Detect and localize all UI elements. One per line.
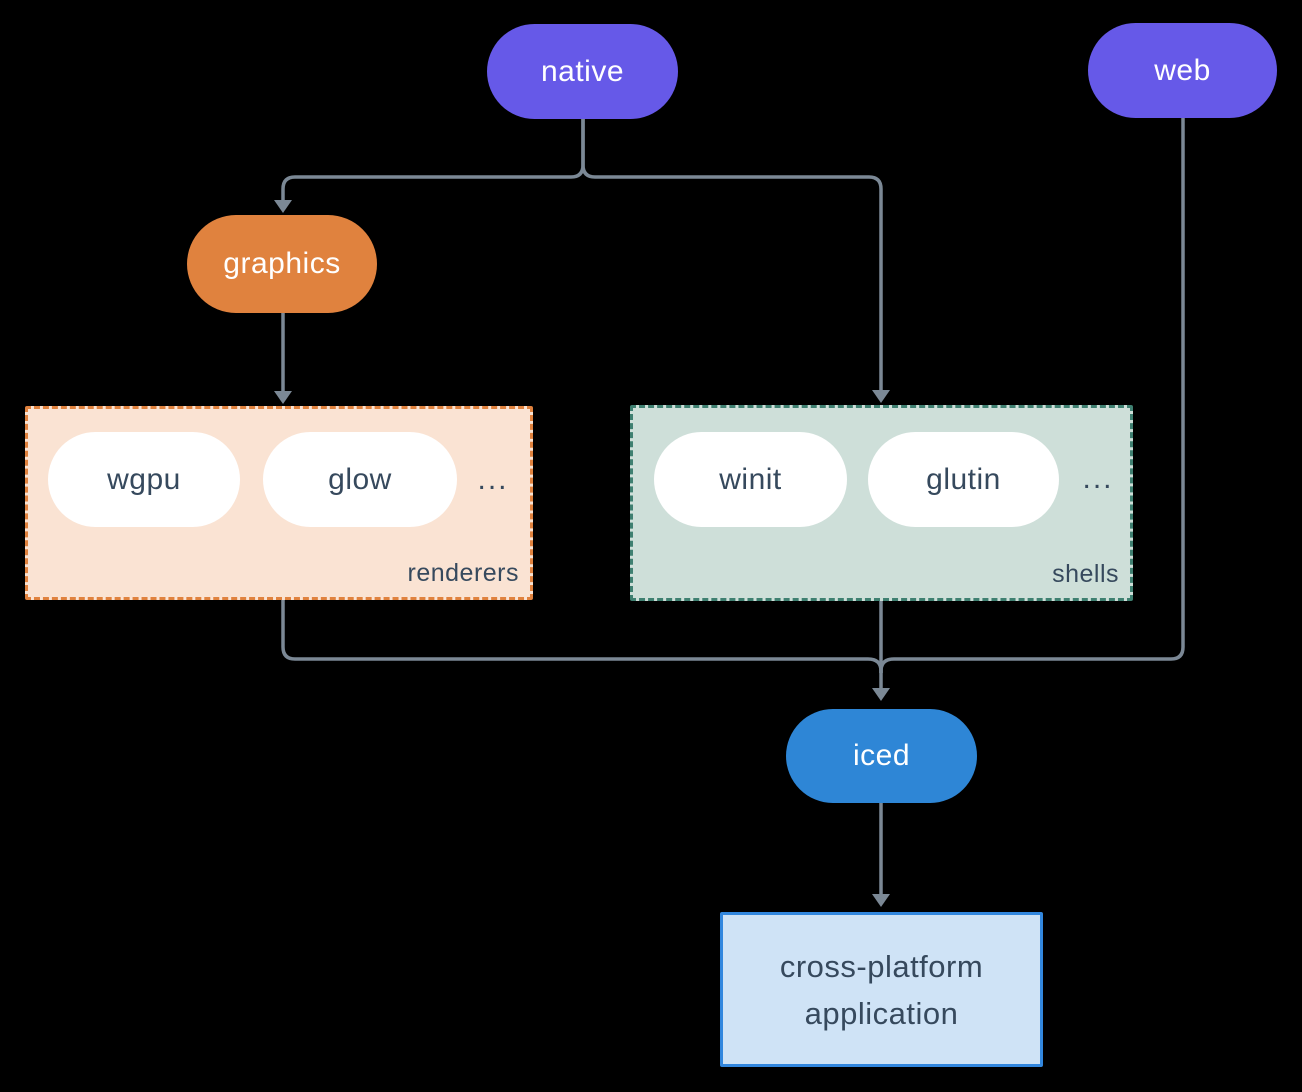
node-graphics: graphics [187, 215, 377, 313]
arrowhead-shells [872, 390, 890, 403]
node-glutin-label: glutin [926, 462, 1001, 496]
node-glow: glow [263, 432, 457, 527]
edge-native-to-shells [581, 119, 883, 390]
renderers-group-label: renderers [407, 559, 519, 587]
node-web-label: web [1154, 53, 1211, 87]
node-glutin: glutin [868, 432, 1059, 527]
node-iced: iced [786, 709, 977, 803]
node-cross-platform-application: cross-platform application [720, 912, 1043, 1067]
arrowhead-renderers [274, 391, 292, 404]
node-native: native [487, 24, 678, 119]
renderers-ellipsis: ... [477, 462, 509, 496]
arrowhead-graphics [274, 200, 292, 213]
node-wgpu-label: wgpu [107, 462, 181, 496]
node-graphics-label: graphics [223, 247, 341, 280]
node-wgpu: wgpu [48, 432, 240, 527]
application-label-line1: cross-platform [779, 948, 984, 984]
shells-ellipsis: ... [1082, 461, 1114, 495]
node-glow-label: glow [328, 462, 392, 496]
arrowhead-iced [872, 688, 890, 701]
application-label-line2: application [804, 995, 959, 1031]
edge-renderers-to-iced [281, 600, 883, 673]
edge-native-to-graphics [281, 119, 585, 200]
shells-group-label: shells [1052, 560, 1119, 588]
node-winit: winit [654, 432, 847, 527]
group-renderers: wgpu glow ... renderers [25, 406, 533, 600]
group-shells: winit glutin ... shells [630, 405, 1133, 601]
node-native-label: native [540, 54, 625, 88]
node-iced-label: iced [852, 739, 911, 772]
node-winit-label: winit [719, 462, 782, 496]
arrowhead-application [872, 894, 890, 907]
node-web: web [1088, 23, 1277, 118]
